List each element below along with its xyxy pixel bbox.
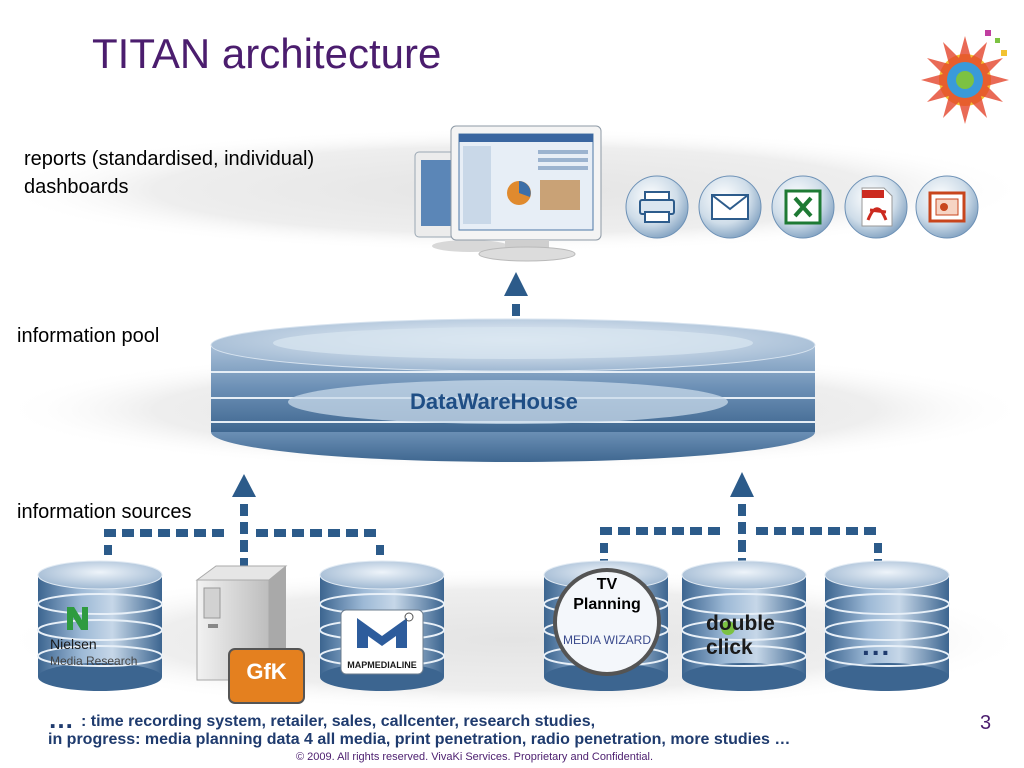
more-sources-label: ...: [862, 630, 892, 661]
reports-label-line2: dashboards: [24, 176, 129, 198]
copyright-notice: © 2009. All rights reserved. VivaKi Serv…: [296, 751, 654, 763]
pdf-icon: [844, 175, 908, 239]
envelope-icon: [698, 175, 762, 239]
tv-planning-label: TV Planning: [556, 575, 658, 615]
footer-line1-text: : time recording system, retailer, sales…: [81, 713, 596, 730]
gfk-server: [195, 565, 305, 704]
right-source-connector: [600, 472, 882, 568]
information-sources-label: information sources: [17, 501, 192, 523]
nielsen-database-cylinder: [37, 560, 163, 691]
mapmedialine-database-cylinder: [319, 560, 445, 691]
doubleclick-dot-icon: [721, 621, 735, 635]
more-sources-database-cylinder: [824, 560, 950, 691]
page-number: 3: [980, 712, 992, 734]
nielsen-logo-icon: [67, 607, 88, 630]
monitor-icon: [414, 125, 602, 262]
excel-icon: [771, 175, 835, 239]
powerpoint-icon: [915, 175, 979, 239]
nielsen-label-line1: Nielsen: [50, 636, 97, 652]
media-wizard-label: MEDIA WIZARD: [562, 633, 651, 647]
datawarehouse-label: DataWareHouse: [410, 389, 578, 414]
footer-ellipsis: …: [48, 704, 75, 734]
nielsen-label: Nielsen Media Research: [50, 636, 137, 670]
nielsen-label-line2: Media Research: [50, 654, 138, 668]
gfk-label: GfK: [246, 659, 287, 684]
slide-title: TITAN architecture: [92, 30, 442, 77]
doubleclick-database-cylinder: [681, 560, 807, 691]
footer-in-progress-note: in progress: media planning data 4 all m…: [48, 731, 791, 748]
datawarehouse-disc: [210, 318, 816, 462]
left-source-connector: [104, 474, 384, 569]
tv-planning-label-line1: TV: [596, 576, 618, 593]
reports-label-line1: reports (standardised, individual): [24, 148, 315, 170]
tv-planning-database-cylinder: [543, 560, 669, 691]
gfk-logo: [228, 648, 305, 704]
information-pool-label: information pool: [17, 325, 160, 347]
doubleclick-label-line2: click: [706, 636, 753, 659]
reports-layer-label: reports (standardised, individual) dashb…: [24, 145, 314, 201]
doubleclick-label-line1: double: [706, 612, 775, 635]
tv-planning-label-line2: Planning: [573, 596, 641, 613]
footer-sources-note: … : time recording system, retailer, sale…: [48, 704, 595, 735]
company-logo: [921, 30, 1009, 124]
mapmedialine-label: MAPMEDIALINE: [347, 660, 417, 670]
printer-icon: [625, 175, 689, 239]
doubleclick-label: double click: [706, 612, 775, 660]
tv-planning-logo: [553, 568, 661, 676]
